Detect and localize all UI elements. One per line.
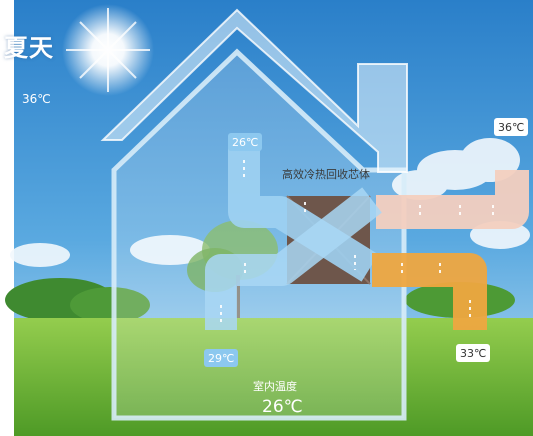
indoor-label: 室内温度: [253, 380, 297, 393]
exhaust-outlet-temp: 33℃: [456, 344, 491, 362]
room-intake-temp: 29℃: [204, 349, 239, 367]
outdoor-temperature: 36℃: [22, 92, 51, 106]
core-label: 高效冷热回收芯体: [282, 168, 370, 181]
indoor-temperature: 26℃: [262, 397, 303, 417]
fresh-air-supply-temp: 26℃: [228, 133, 263, 151]
duct-room-intake: [205, 187, 382, 330]
fresh-air-outdoor-temp: 36℃: [494, 118, 529, 136]
duct-fresh-outdoor: [376, 170, 529, 229]
sun: [62, 4, 154, 96]
house: [100, 8, 408, 421]
season-title: 夏天: [4, 34, 54, 62]
airflow-dashes: [220, 160, 494, 322]
